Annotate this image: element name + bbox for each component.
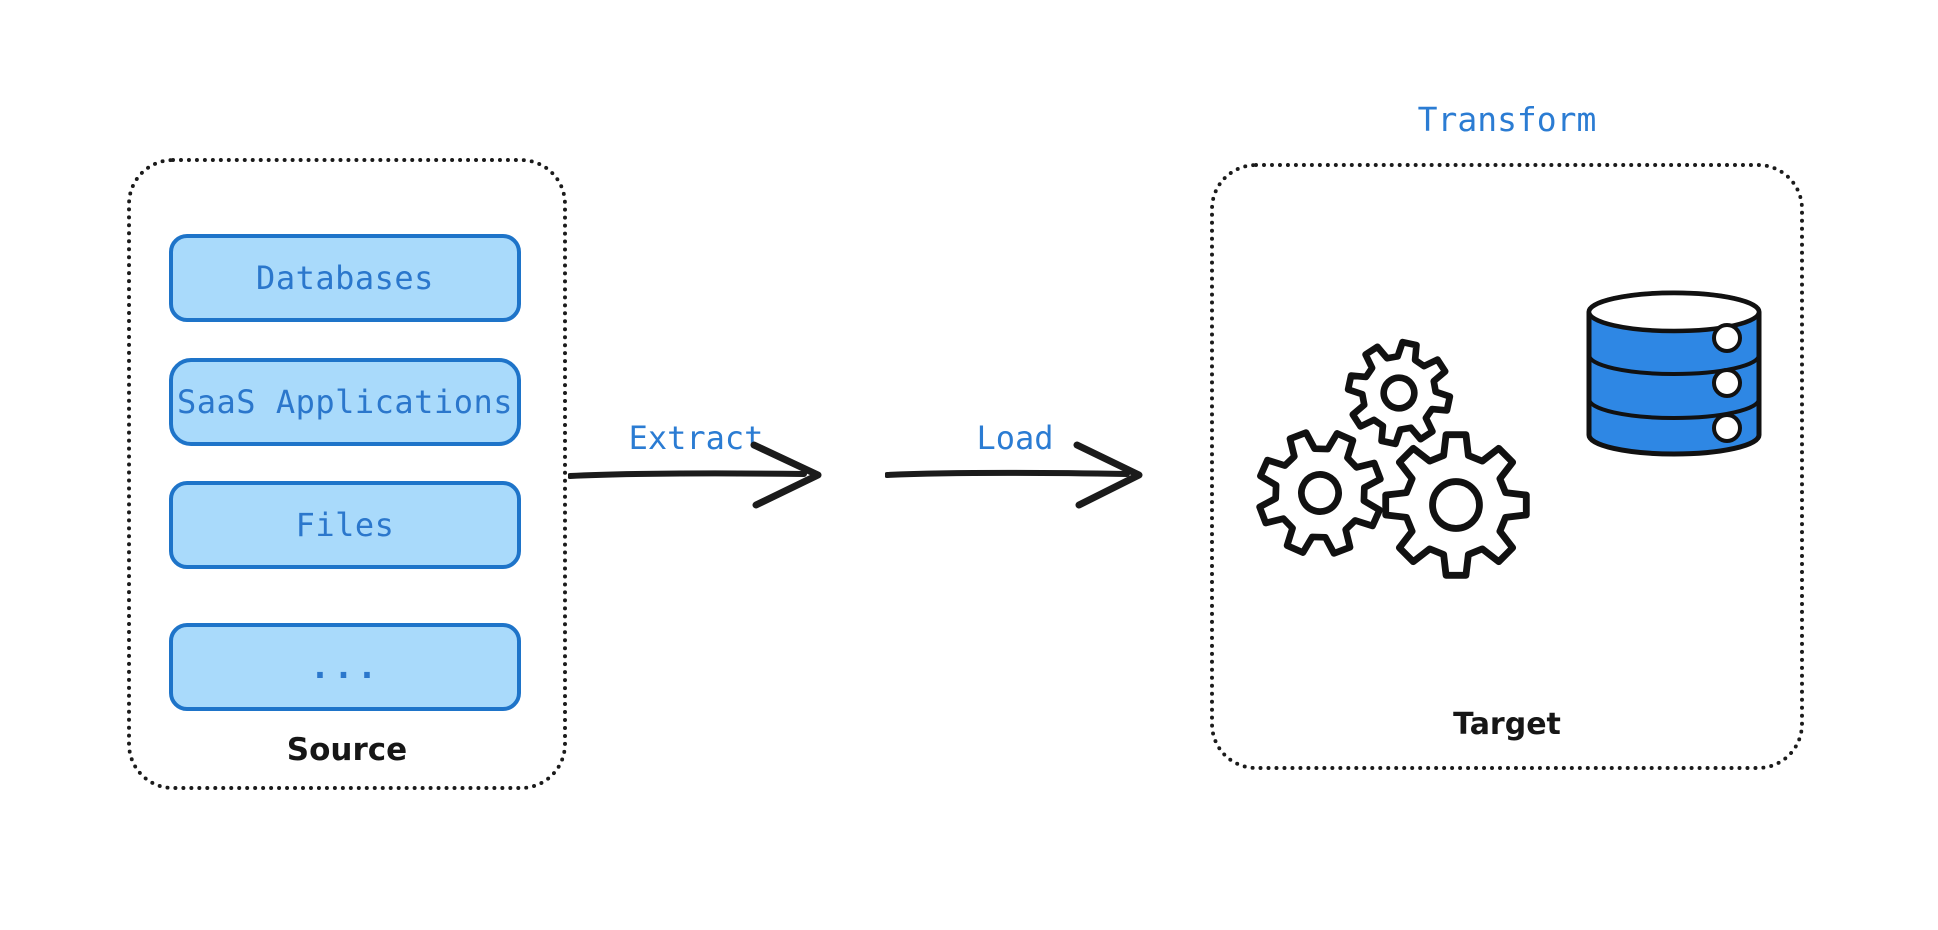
source-item-more-label: ... — [309, 647, 381, 687]
source-item-files-label: Files — [295, 506, 395, 544]
source-container: Databases SaaS Applications Files ... So… — [127, 158, 567, 790]
transform-label: Transform — [1417, 100, 1597, 139]
source-item-databases: Databases — [169, 234, 521, 322]
extract-label: Extract — [628, 419, 764, 457]
target-group-label: Target — [1453, 707, 1561, 742]
source-item-saas-applications: SaaS Applications — [169, 358, 521, 446]
load-arrow-icon — [885, 441, 1143, 509]
extract-arrow-icon — [568, 441, 822, 509]
database-icon — [1586, 290, 1762, 457]
source-item-files: Files — [169, 481, 521, 569]
load-label: Load — [976, 419, 1054, 457]
source-item-databases-label: Databases — [256, 259, 434, 297]
gears-icon — [1256, 338, 1530, 579]
target-container: Target — [1210, 163, 1804, 770]
source-item-saas-applications-label: SaaS Applications — [176, 383, 513, 421]
source-item-more: ... — [169, 623, 521, 711]
source-group-label: Source — [286, 732, 408, 768]
